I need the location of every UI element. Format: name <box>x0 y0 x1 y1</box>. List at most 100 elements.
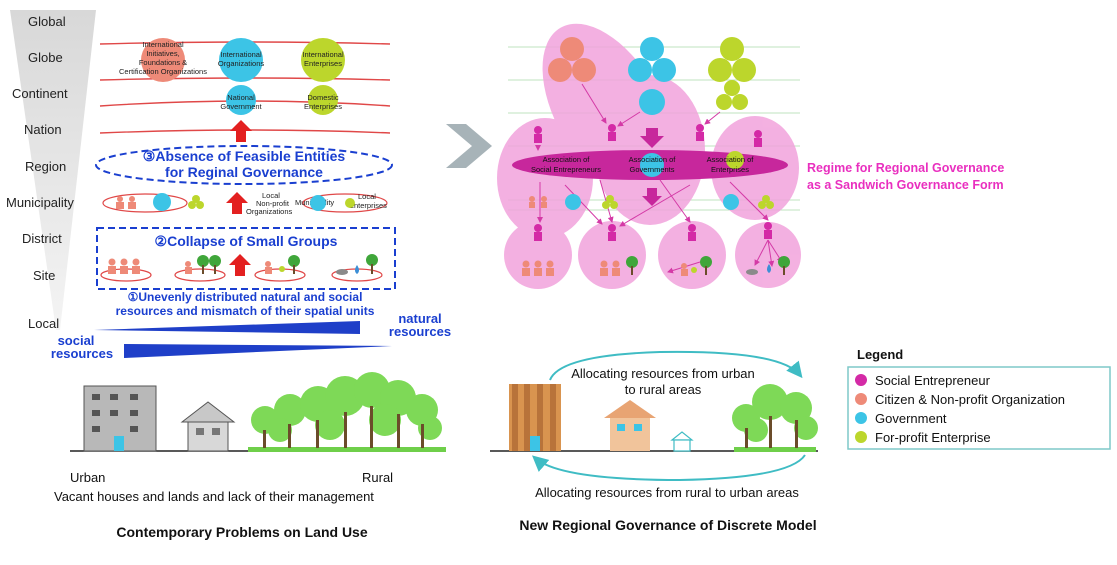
legend-swatch-enterprise <box>855 431 867 443</box>
domestic-ent-label-1: Domestic <box>307 93 339 102</box>
intl-initiatives-label-1: International <box>142 40 184 49</box>
intl-orgs-circle <box>219 38 263 82</box>
absence-title-2: for Reginal Governance <box>165 164 323 180</box>
local-ent-label-2: Enterprises <box>349 201 387 210</box>
urban-to-rural-2: to rural areas <box>625 382 702 397</box>
right-forest <box>732 384 818 452</box>
small-hut-right <box>670 431 694 452</box>
intl-initiatives-label-4: Certification Organizations <box>119 67 207 76</box>
legend-label-citizen: Citizen & Non-profit Organization <box>875 392 1065 407</box>
municipality-row-right <box>529 194 774 210</box>
scale-municipality: Municipality <box>6 195 74 210</box>
intl-enterprises-circle <box>301 38 345 82</box>
natural-resources-wedge <box>94 321 360 334</box>
national-gov-circle <box>226 85 256 115</box>
regime-title-1: Regime for Regional Governance <box>807 161 1004 175</box>
national-gov-label-2: Government <box>220 102 262 111</box>
scale-labels: Global Globe Continent Nation Region Mun… <box>6 14 74 331</box>
scale-region: Region <box>25 159 66 174</box>
rural-to-urban-arrow <box>531 454 806 482</box>
scale-site: Site <box>33 268 55 283</box>
site-groups <box>100 254 383 282</box>
npo-ellipse <box>102 193 188 213</box>
assoc-social-label-2: Social Entrepreneurs <box>531 165 601 174</box>
assoc-gov-label-2: Governments <box>629 165 674 174</box>
social-resources-2: resources <box>51 346 113 361</box>
enterprise-ellipse <box>302 193 388 213</box>
absence-ellipse <box>95 145 393 185</box>
house-right <box>604 400 656 451</box>
absence-title-1: ③Absence of Feasible Entities <box>143 148 346 164</box>
enterprise-cluster-top <box>708 37 756 110</box>
natural-resources-2: resources <box>389 324 451 339</box>
local-ent-label-1: Local <box>358 192 376 201</box>
local-npo-label-3: Organizations <box>246 207 293 216</box>
red-up-arrow-municipality <box>226 192 248 214</box>
legend-label-enterprise: For-profit Enterprise <box>875 430 991 445</box>
intl-ent-label-2: Enterprises <box>304 59 342 68</box>
local-npo-label-2: Non-profit <box>256 199 290 208</box>
legend-items: Social Entrepreneur Citizen & Non-profit… <box>855 373 1065 445</box>
municipality-enterprise-cluster <box>188 195 204 209</box>
urban-to-rural-arrow <box>549 350 803 381</box>
intl-initiatives-circle <box>141 38 185 82</box>
social-resources-1: social <box>58 333 95 348</box>
collapse-title: ②Collapse of Small Groups <box>155 233 338 249</box>
intl-orgs-label-2: Organizations <box>218 59 265 68</box>
uneven-text-2: resources and mismatch of their spatial … <box>116 304 375 318</box>
scale-nation: Nation <box>24 122 62 137</box>
assoc-gov-circle <box>640 153 664 177</box>
assoc-social-label-1: Association of <box>543 155 591 164</box>
regime-title-2: as a Sandwich Governance Form <box>807 178 1004 192</box>
scale-district: District <box>22 231 62 246</box>
legend-box <box>847 366 1111 450</box>
assoc-gov-label-1: Association of <box>629 155 677 164</box>
intl-initiatives-label-2: Initiatives, <box>146 49 179 58</box>
transition-chevron <box>446 124 492 168</box>
municipality-gov-circle <box>153 193 171 211</box>
legend-swatch-entrepreneur <box>855 374 867 386</box>
gov-cluster-top <box>628 37 676 115</box>
assoc-ent-label-2: Enterprises <box>711 165 749 174</box>
assoc-ent-label-1: Association of <box>707 155 755 164</box>
citizen-cluster-top <box>548 37 596 82</box>
domestic-ent-circle <box>308 85 338 115</box>
social-resources-wedge <box>124 344 392 358</box>
gov-down-arrow <box>640 128 664 148</box>
collapse-box <box>96 227 396 290</box>
legend-swatch-citizen <box>855 393 867 405</box>
left-forest <box>248 372 446 452</box>
intl-ent-label-1: International <box>302 50 344 59</box>
red-up-arrow-nation <box>230 120 252 142</box>
right-caption: New Regional Governance of Discrete Mode… <box>519 517 816 533</box>
intl-orgs-label-1: International <box>220 50 262 59</box>
national-gov-label-1: National <box>227 93 255 102</box>
vacant-house <box>180 401 236 452</box>
entrepreneur-figures <box>534 124 772 241</box>
municipality-people-1 <box>116 196 136 209</box>
urban-to-rural-1: Allocating resources from urban <box>571 366 755 381</box>
site-row-right <box>522 256 790 276</box>
municipality-ent-circle-2 <box>345 198 355 208</box>
legend-label-entrepreneur: Social Entrepreneur <box>875 373 991 388</box>
uneven-text-1: ①Unevenly distributed natural and social <box>128 290 363 304</box>
rural-label: Rural <box>362 470 393 485</box>
left-caption: Contemporary Problems on Land Use <box>116 524 367 540</box>
natural-resources-1: natural <box>398 311 441 326</box>
local-npo-label-1: Local <box>262 191 280 200</box>
assoc-ent-circle <box>726 151 744 169</box>
gov-down-arrow-2 <box>642 188 662 206</box>
scale-globe: Globe <box>28 50 63 65</box>
legend-swatch-government <box>855 412 867 424</box>
urban-building-right <box>509 384 561 451</box>
vacant-label: Vacant houses and lands and lack of thei… <box>54 489 374 504</box>
scale-global: Global <box>28 14 66 29</box>
scale-local: Local <box>28 316 59 331</box>
rural-to-urban: Allocating resources from rural to urban… <box>535 485 799 500</box>
urban-label: Urban <box>70 470 105 485</box>
scale-continent: Continent <box>12 86 68 101</box>
legend-title: Legend <box>857 347 903 362</box>
vacant-building <box>83 385 157 452</box>
intl-initiatives-label-3: Foundations & <box>139 58 187 67</box>
